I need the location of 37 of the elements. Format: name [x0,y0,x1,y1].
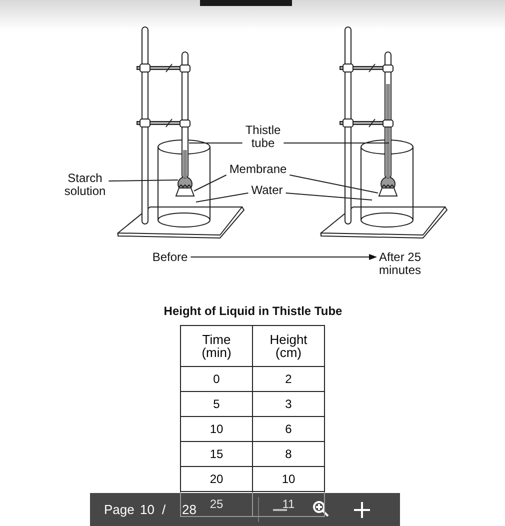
part-label: Starch solution [55,172,115,198]
leader-line [285,192,372,200]
table-cell: 20 [180,466,252,492]
caption-label: After 25 minutes [302,251,498,277]
membrane [378,184,398,196]
table-cell: 10 [180,416,252,442]
part-label: Thistle tube [238,124,288,150]
page-number: 10 [140,502,154,517]
thistle-tube [180,52,190,178]
table-header-cell: Time (min) [180,326,252,366]
part-label: Water [250,184,284,197]
table-cell: 15 [180,442,252,466]
leader-line [108,180,178,182]
part-label: Membrane [228,163,288,176]
page-count: 28 [182,502,196,517]
table-cell: 3 [252,392,324,416]
beaker [158,140,210,228]
table-cell: 6 [252,416,324,442]
table-cell: 10 [252,466,324,492]
leader-line [188,142,243,144]
arrow [190,254,377,260]
table-cell: 5 [180,392,252,416]
table-title: Height of Liquid in Thistle Tube [162,305,344,318]
table-header-cell: Height (cm) [252,326,324,366]
membrane [175,184,195,196]
table-cell: 0 [180,366,252,392]
beaker [360,140,414,228]
leader-line [196,192,249,202]
thistle-tube [382,52,394,178]
table-cell: 2 [252,366,324,392]
page-label: Page [104,502,134,517]
caption-label: Before [145,251,228,264]
leader-line [283,142,390,144]
table-cell: 8 [252,442,324,466]
leader-line [289,174,378,194]
page-separator: / [162,502,166,517]
leader-line [194,174,227,192]
